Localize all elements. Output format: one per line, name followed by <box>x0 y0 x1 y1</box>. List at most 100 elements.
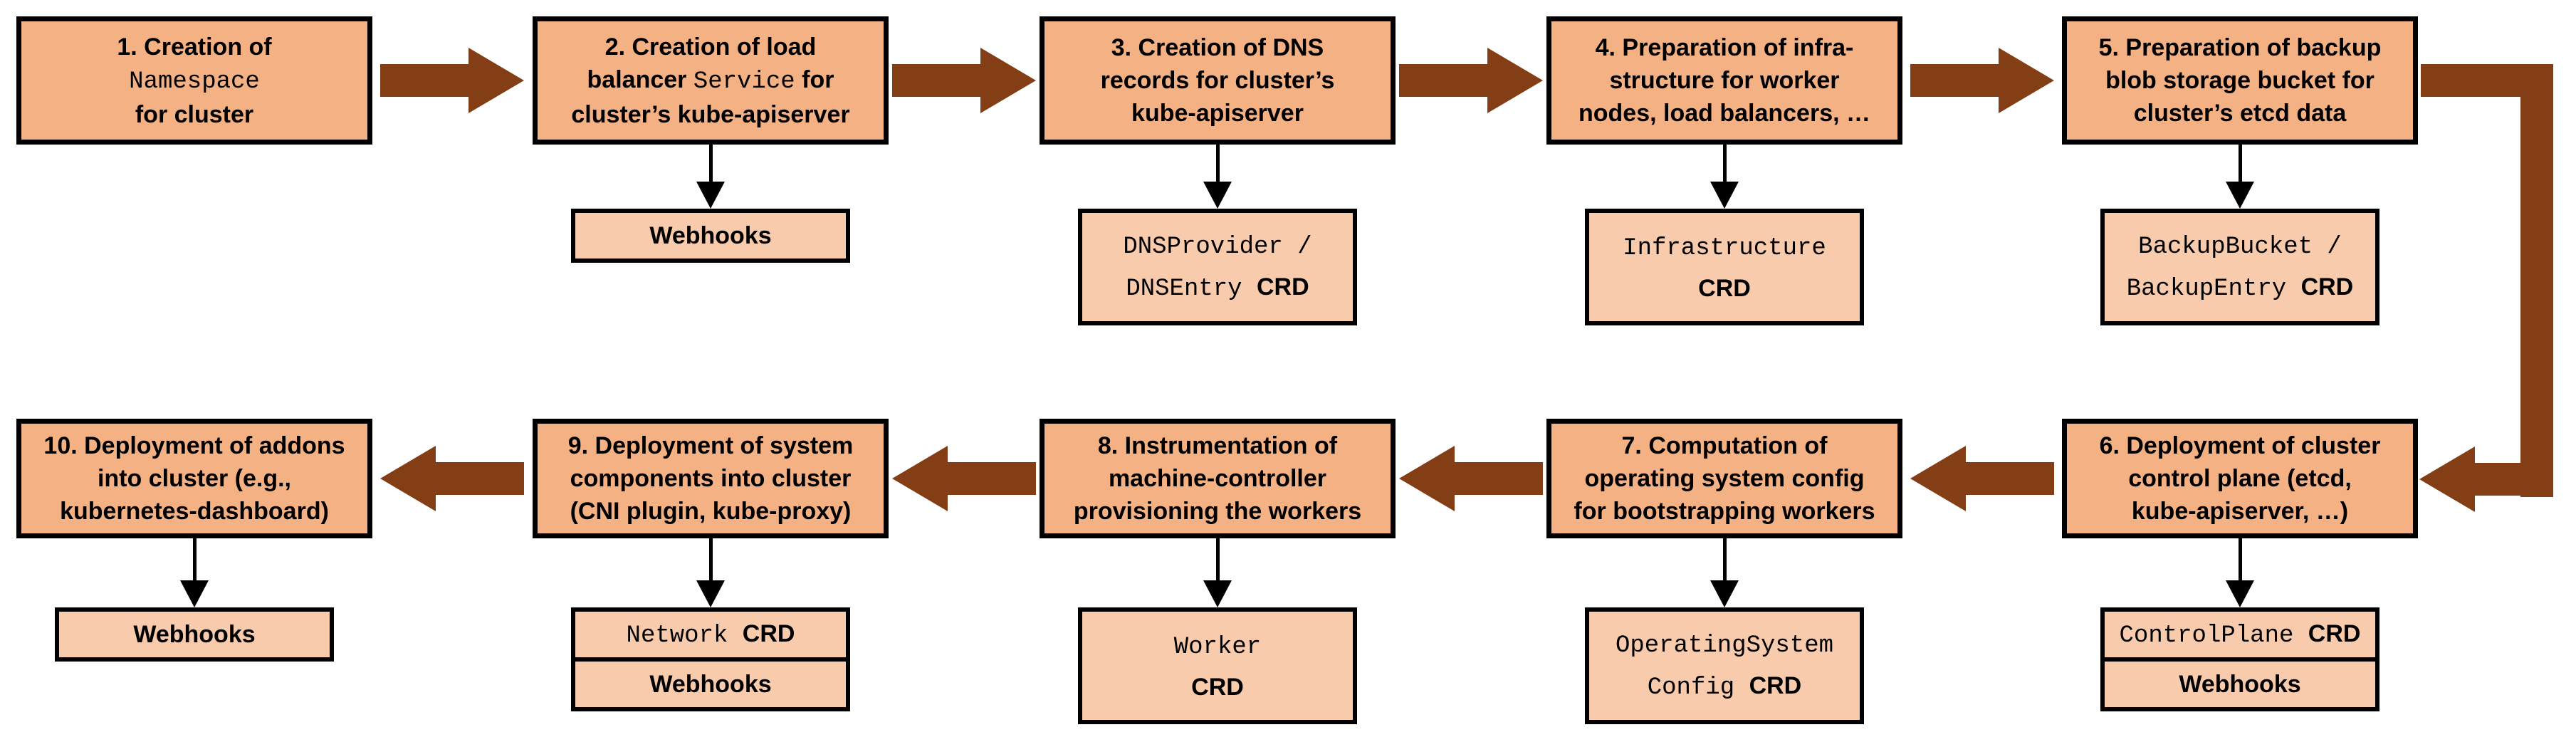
arrow-head-left-icon <box>380 446 436 511</box>
step-9-text: 9. Deployment of system <box>567 432 854 459</box>
step-10-text-2: into cluster (e.g., <box>97 465 292 492</box>
step-4-box: 4. Preparation of infra- structure for w… <box>1546 16 1902 145</box>
controlplane-code-text: ControlPlane <box>2119 622 2308 649</box>
connector-step-5-crd <box>2226 145 2254 209</box>
step-9-line-2: components into cluster <box>570 462 852 495</box>
step-2-box: 2. Creation of load balancer Service for… <box>533 16 889 145</box>
step-2-line-1: 2. Creation of load <box>605 31 817 63</box>
step-2-line-3: cluster’s kube-apiserver <box>571 98 849 131</box>
step-6-text-2: control plane (etcd, <box>2128 465 2352 492</box>
flow-arrow-6-to-7 <box>1910 446 2054 511</box>
connector-line <box>2238 538 2242 580</box>
arrow-head-down-icon <box>1710 182 1739 209</box>
step-9-line-3: (CNI plugin, kube-proxy) <box>570 495 852 528</box>
step-8-text: 8. Instrumentation of <box>1097 432 1338 459</box>
infrastructure-crd-line-2: CRD <box>1698 268 1751 308</box>
step-1-text: 1. Creation of <box>117 33 272 61</box>
webhooks-text: Webhooks <box>2179 671 2301 698</box>
arrow-bar <box>1399 64 1487 97</box>
step-3-line-1: 3. Creation of DNS <box>1111 31 1324 64</box>
connector-line <box>2238 145 2242 182</box>
dns-crd-box: DNSProvider / DNSEntry CRD <box>1078 209 1357 325</box>
step-8-text-3: provisioning the workers <box>1073 498 1362 525</box>
connector-step-8-crd <box>1203 538 1232 607</box>
webhooks-text: Webhooks <box>133 621 256 648</box>
crd-label: CRD <box>1256 273 1309 301</box>
crd-label: CRD <box>1698 274 1751 302</box>
step-6-line-3: kube-apiserver, …) <box>2132 495 2348 528</box>
controlplane-crd-box: ControlPlane CRD <box>2100 607 2379 662</box>
connector-line <box>1722 145 1727 182</box>
network-code-text: Network <box>626 622 743 649</box>
elbow-arrow-head-left-icon <box>2419 446 2475 512</box>
webhooks-label: Webhooks <box>649 216 771 256</box>
arrow-head-down-icon <box>696 580 725 607</box>
step-4-text-3: nodes, load balancers, … <box>1578 100 1870 127</box>
webhooks-box-step-2: Webhooks <box>571 209 850 263</box>
step-7-line-2: operating system config <box>1585 462 1865 495</box>
step-4-text: 4. Preparation of infra- <box>1595 34 1854 61</box>
step-8-line-2: machine-controller <box>1109 462 1326 495</box>
step-2-text-2c: for <box>795 66 834 93</box>
step-2-text-3: cluster’s kube-apiserver <box>571 100 850 128</box>
crd-label: CRD <box>1191 673 1244 701</box>
arrow-head-left-icon <box>1910 446 1966 511</box>
infrastructure-code-text: Infrastructure <box>1623 234 1826 262</box>
step-8-text-2: machine-controller <box>1108 465 1327 492</box>
crd-label: CRD <box>742 620 795 647</box>
step-7-line-3: for bootstrapping workers <box>1574 495 1875 528</box>
step-5-text-2: blob storage bucket for <box>2105 67 2375 94</box>
step-7-text: 7. Computation of <box>1621 432 1828 459</box>
dnsprovider-code-text: DNSProvider / <box>1123 234 1312 261</box>
arrow-head-down-icon <box>1203 182 1232 209</box>
step-9-text-2: components into cluster <box>570 465 852 492</box>
backup-crd-line-2: BackupEntry CRD <box>2127 267 2354 309</box>
step-10-line-2: into cluster (e.g., <box>98 462 291 495</box>
arrow-head-right-icon <box>980 48 1036 113</box>
backupbucket-code-text: BackupBucket / <box>2138 234 2342 261</box>
operatingsystem-code-text: OperatingSystem <box>1615 632 1834 659</box>
connector-line <box>1215 145 1220 182</box>
connector-step-2-webhooks <box>696 145 725 209</box>
step-4-text-2: structure for worker <box>1609 67 1840 94</box>
step-5-line-2: blob storage bucket for <box>2105 64 2375 97</box>
arrow-head-down-icon <box>696 182 725 209</box>
step-7-text-3: for bootstrapping workers <box>1574 498 1875 525</box>
arrow-head-down-icon <box>2226 580 2254 607</box>
network-crd-box: Network CRD <box>571 607 850 662</box>
elbow-arrow-bottom-bar <box>2473 463 2553 496</box>
connector-line <box>1722 538 1727 580</box>
step-9-text-3: (CNI plugin, kube-proxy) <box>570 498 852 525</box>
worker-crd-line-2: CRD <box>1191 667 1244 707</box>
network-crd-line: Network CRD <box>627 614 795 656</box>
connector-step-9-crd <box>696 538 725 607</box>
service-code-text: Service <box>693 68 795 95</box>
flow-arrow-8-to-9 <box>892 446 1036 511</box>
step-5-text-3: cluster’s etcd data <box>2133 100 2347 127</box>
connector-step-4-crd <box>1710 145 1739 209</box>
flow-arrow-7-to-8 <box>1399 446 1543 511</box>
webhooks-label: Webhooks <box>2179 664 2300 704</box>
step-5-line-3: cluster’s etcd data <box>2134 97 2347 130</box>
step-2-text: 2. Creation of load <box>604 33 817 61</box>
step-1-line-3: for cluster <box>135 98 253 131</box>
crd-label: CRD <box>1749 672 1802 699</box>
step-9-box: 9. Deployment of system components into … <box>533 419 889 538</box>
step-2-text-2a: balancer <box>587 66 693 93</box>
step-3-line-2: records for cluster’s <box>1101 64 1335 97</box>
connector-line <box>708 145 713 182</box>
arrow-head-right-icon <box>1487 48 1543 113</box>
step-2-line-2: balancer Service for <box>587 63 834 98</box>
step-6-line-2: control plane (etcd, <box>2128 462 2352 495</box>
infrastructure-crd-box: Infrastructure CRD <box>1585 209 1864 325</box>
step-6-line-1: 6. Deployment of cluster <box>2100 429 2381 462</box>
arrow-bar <box>1455 462 1543 495</box>
connector-line <box>192 538 197 580</box>
arrow-bar <box>436 462 524 495</box>
webhooks-label: Webhooks <box>649 664 771 704</box>
backup-crd-box: BackupBucket / BackupEntry CRD <box>2100 209 2379 325</box>
step-9-sub-stack: Network CRD Webhooks <box>571 607 850 711</box>
connector-line <box>708 538 713 580</box>
flow-arrow-3-to-4 <box>1399 48 1543 113</box>
arrow-bar <box>1910 64 1999 97</box>
